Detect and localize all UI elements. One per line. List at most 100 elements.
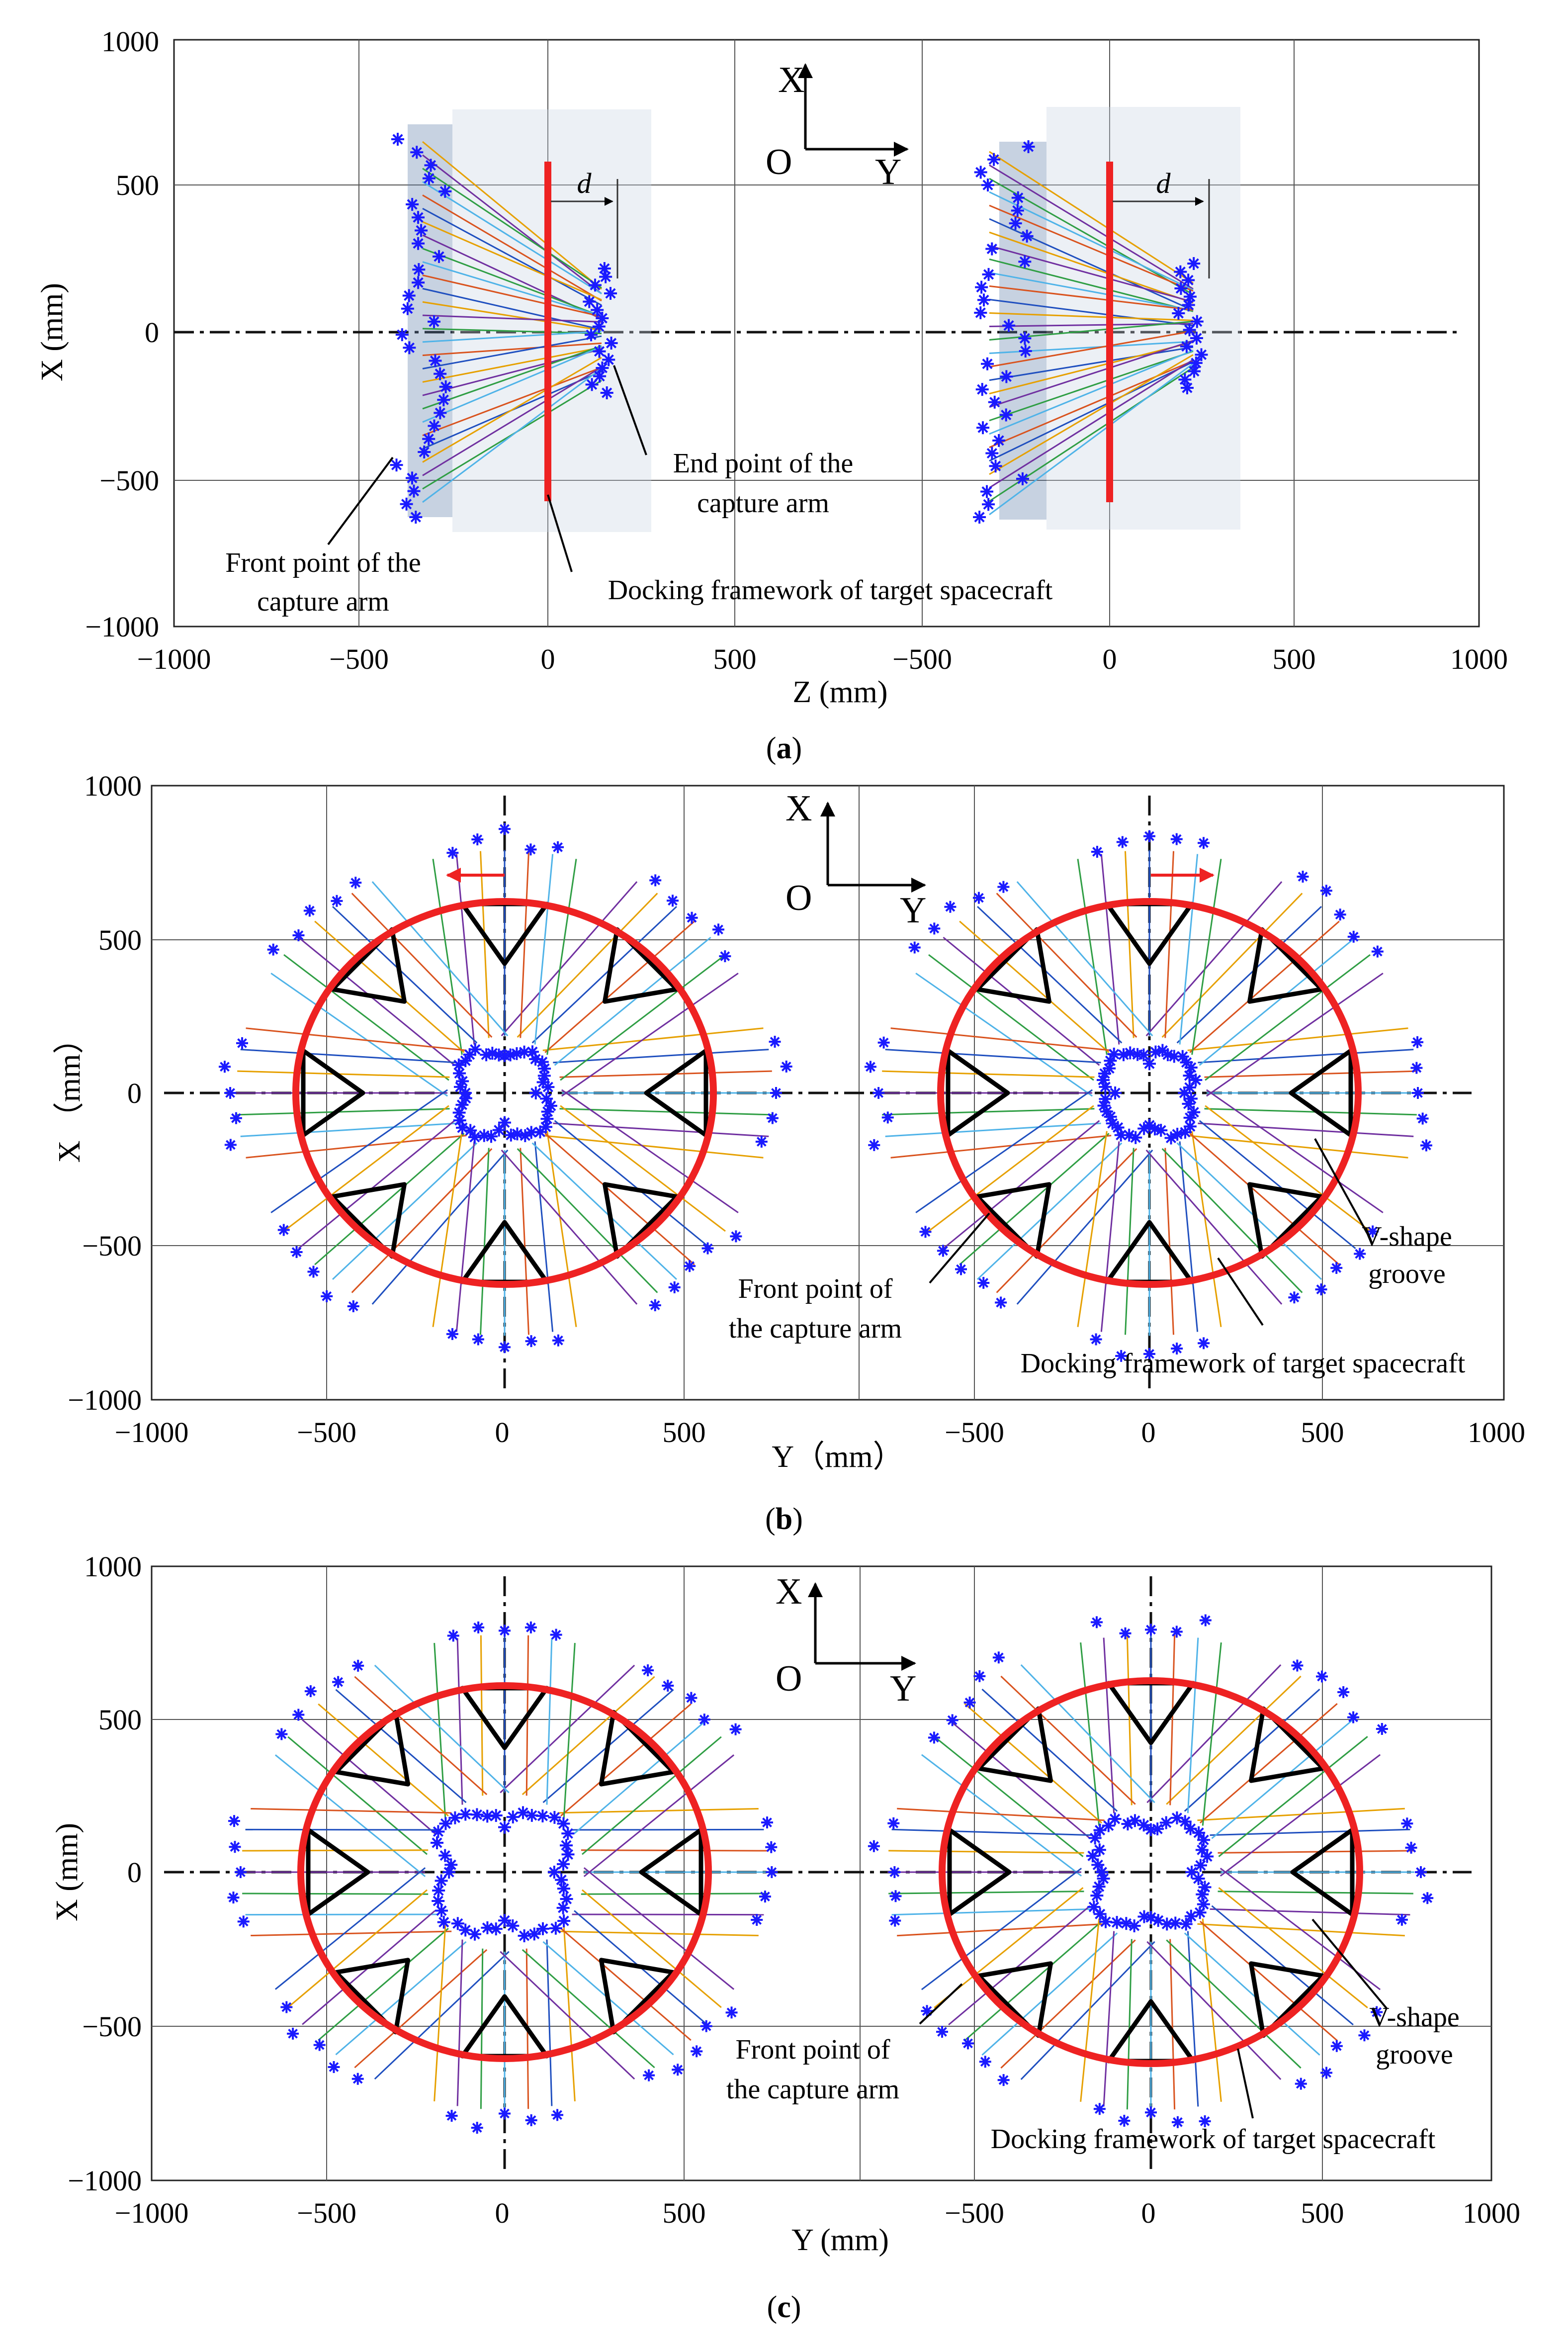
v-shape-groove	[975, 927, 1051, 1004]
arm-line	[1146, 1941, 1282, 2080]
capture-point-marker	[489, 1922, 503, 1936]
capture-point-marker	[1192, 1872, 1205, 1886]
xtick: 0	[1103, 643, 1117, 675]
capture-point-marker	[872, 1087, 885, 1099]
arm-line	[989, 245, 1194, 303]
xtick: 1000	[1463, 2197, 1520, 2229]
v-shape-groove	[603, 927, 679, 1004]
arm-line	[934, 1736, 1084, 1857]
capture-point-marker	[997, 881, 1010, 893]
panel-a-xlabel: Z (mm)	[792, 675, 887, 709]
capture-point-marker	[672, 2064, 684, 2076]
capture-point-marker	[446, 1328, 458, 1340]
capture-point-marker	[448, 1811, 462, 1824]
arm-line	[332, 1142, 478, 1280]
ytick: −1000	[85, 611, 159, 643]
capture-point-marker	[445, 2110, 458, 2122]
ytick: 1000	[84, 1550, 142, 1583]
arm-line	[989, 312, 1194, 321]
capture-point-marker	[698, 1714, 710, 1726]
capture-point-marker	[864, 1061, 876, 1073]
arm-line	[371, 1149, 509, 1305]
panel-a-yticks: 1000 500 0 −500 −1000	[85, 25, 159, 643]
capture-point-marker	[1128, 1919, 1141, 1933]
capture-point-marker	[583, 295, 596, 308]
capture-point-marker	[1088, 1831, 1102, 1845]
capture-point-marker	[1197, 1833, 1211, 1847]
capture-point-marker	[560, 1839, 573, 1852]
arm-line	[274, 1754, 426, 1877]
capture-point-marker	[1395, 1913, 1408, 1926]
vgroove-label-2: groove	[1368, 1259, 1446, 1289]
capture-point-marker	[1315, 1283, 1327, 1296]
capture-point-marker	[224, 1139, 237, 1151]
capture-point-marker	[1018, 255, 1032, 269]
arm-line	[989, 361, 1194, 462]
arm-line	[246, 1027, 467, 1051]
arm-line	[583, 1754, 735, 1877]
panel-a-annotations: End point of the capture arm Front point…	[225, 365, 1053, 617]
capture-point-marker	[472, 1621, 485, 1633]
arm-line	[559, 1070, 772, 1078]
arm-line	[422, 221, 602, 301]
arm-line	[422, 366, 602, 476]
capture-point-marker	[1187, 257, 1201, 270]
capture-point-marker	[888, 1866, 901, 1878]
arm-line	[520, 851, 530, 1038]
front-points-a-left	[390, 133, 452, 524]
capture-point-marker	[1119, 1627, 1132, 1639]
capture-point-marker	[236, 1037, 248, 1049]
capture-point-marker	[439, 1817, 452, 1830]
capture-point-marker	[908, 941, 921, 954]
xtick: 500	[1273, 643, 1316, 675]
arm-line	[270, 1089, 448, 1213]
v-shape-groove	[1247, 1182, 1324, 1259]
capture-point-marker	[434, 367, 447, 380]
capture-point-marker	[662, 1679, 674, 1692]
xtick: 1000	[1468, 1416, 1525, 1448]
capture-point-marker	[730, 1230, 742, 1243]
capture-point-marker	[598, 262, 611, 275]
capture-point-marker	[430, 1836, 443, 1849]
xtick: 0	[1141, 1416, 1156, 1448]
arm-line	[500, 1664, 635, 1794]
arm-line	[246, 1135, 467, 1159]
capture-point-marker	[877, 1036, 890, 1049]
capture-point-marker	[561, 1848, 575, 1861]
vgroove-label-1: V-shape	[1362, 1221, 1452, 1252]
panel-b-caption: (b)	[765, 1502, 803, 1536]
arm-line	[1191, 1131, 1222, 1327]
arm-line	[560, 1105, 726, 1232]
arm-line	[888, 1850, 1084, 1854]
capture-point-marker	[980, 485, 994, 498]
xtick: −500	[329, 643, 389, 675]
capture-point-marker	[524, 1126, 538, 1139]
arm-line	[479, 1148, 490, 1335]
capture-point-marker	[700, 2020, 712, 2032]
arm-line	[1161, 893, 1303, 1038]
arm-line	[1080, 1642, 1100, 1826]
capture-point-marker	[303, 904, 316, 917]
capture-point-marker	[498, 1820, 511, 1834]
arm-line	[1204, 1108, 1417, 1116]
v-shape-groove	[976, 1706, 1053, 1783]
arm-line	[921, 1754, 1082, 1877]
capture-point-marker	[889, 1890, 902, 1902]
coord-x-label: X	[785, 788, 812, 829]
capture-point-marker	[605, 337, 618, 350]
capture-point-marker	[432, 1825, 445, 1838]
arm-line	[921, 1868, 1082, 1990]
capture-point-marker	[1288, 1291, 1301, 1304]
arm-line	[332, 905, 478, 1044]
arm-line	[422, 345, 602, 410]
capture-point-marker	[540, 1092, 553, 1105]
arm-line	[1164, 1148, 1175, 1335]
arm-line	[557, 1807, 759, 1814]
capture-point-marker	[412, 237, 425, 250]
xtick: 500	[713, 643, 757, 675]
capture-point-marker	[668, 1281, 681, 1293]
capture-point-marker	[400, 497, 413, 511]
capture-point-marker	[729, 1723, 742, 1735]
capture-point-marker	[446, 847, 459, 859]
arm-line	[546, 1638, 553, 1805]
